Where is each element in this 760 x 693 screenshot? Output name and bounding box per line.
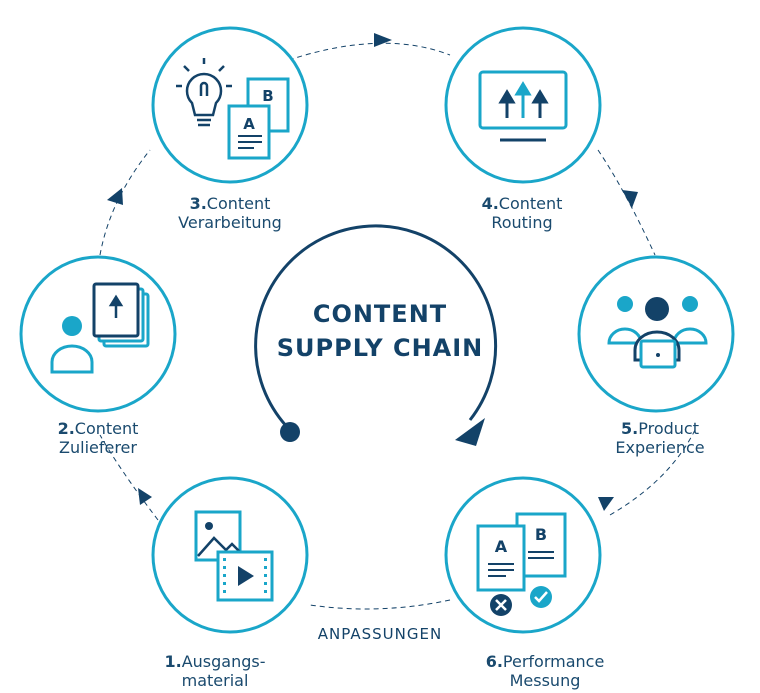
center-cycle-arrow [254, 224, 498, 446]
step-line-1: Content [206, 194, 271, 213]
doc-a-letter: A [243, 115, 255, 133]
step-label-3: 3.Content Verarbeitung [160, 194, 300, 232]
step-label-1: 1.Ausgangs- material [145, 652, 285, 690]
step-line-1: Product [638, 419, 699, 438]
doc-a-letter-2: A [495, 537, 508, 556]
ab-test-icon: B A [476, 512, 567, 616]
step-line-2: Routing [491, 213, 553, 232]
step-label-5: 5.Product Experience [590, 419, 730, 457]
step-number: 3. [189, 194, 207, 213]
arrowhead-1-2 [138, 488, 152, 505]
step-line-1: Ausgangs- [181, 652, 266, 671]
step-number: 5. [621, 419, 639, 438]
step-number: 1. [164, 652, 182, 671]
monitor-routing-icon [478, 70, 568, 142]
arrowhead-3-4 [374, 33, 392, 47]
image-video-icon [194, 510, 274, 602]
step-line-2: Zulieferer [59, 438, 137, 457]
cycle-end-arrowhead [455, 418, 485, 446]
reject-icon [490, 594, 512, 616]
title-line-2: SUPPLY CHAIN [276, 334, 484, 362]
step-label-4: 4.Content Routing [452, 194, 592, 232]
step-number: 6. [485, 652, 503, 671]
step-line-1: Content [498, 194, 563, 213]
arrowhead-4-5 [622, 190, 638, 208]
step-label-2: 2.Content Zulieferer [28, 419, 168, 457]
accept-icon [530, 586, 552, 608]
step-line-1: Content [74, 419, 139, 438]
audience-laptop-icon [607, 296, 708, 369]
lightbulb-documents-icon: B A [176, 58, 290, 160]
title-line-1: CONTENT [312, 300, 448, 328]
step-line-2: Messung [509, 671, 581, 690]
loop-label: ANPASSUNGEN [290, 625, 470, 643]
step-line-2: Experience [615, 438, 705, 457]
step-number: 2. [57, 419, 75, 438]
person-document-icon [50, 282, 150, 374]
step-label-6: 6.Performance Messung [465, 652, 625, 690]
arrowhead-5-6 [598, 497, 614, 511]
step-number: 4. [481, 194, 499, 213]
step-line-2: material [181, 671, 249, 690]
cycle-start-dot [280, 422, 300, 442]
doc-b-letter: B [262, 87, 273, 105]
step-line-2: Verarbeitung [178, 213, 282, 232]
diagram-title: CONTENT SUPPLY CHAIN [245, 297, 515, 365]
arrowhead-2-3 [107, 188, 123, 205]
connector-arrowheads [107, 33, 638, 511]
doc-b-letter-2: B [535, 525, 547, 544]
step-line-1: Performance [502, 652, 605, 671]
